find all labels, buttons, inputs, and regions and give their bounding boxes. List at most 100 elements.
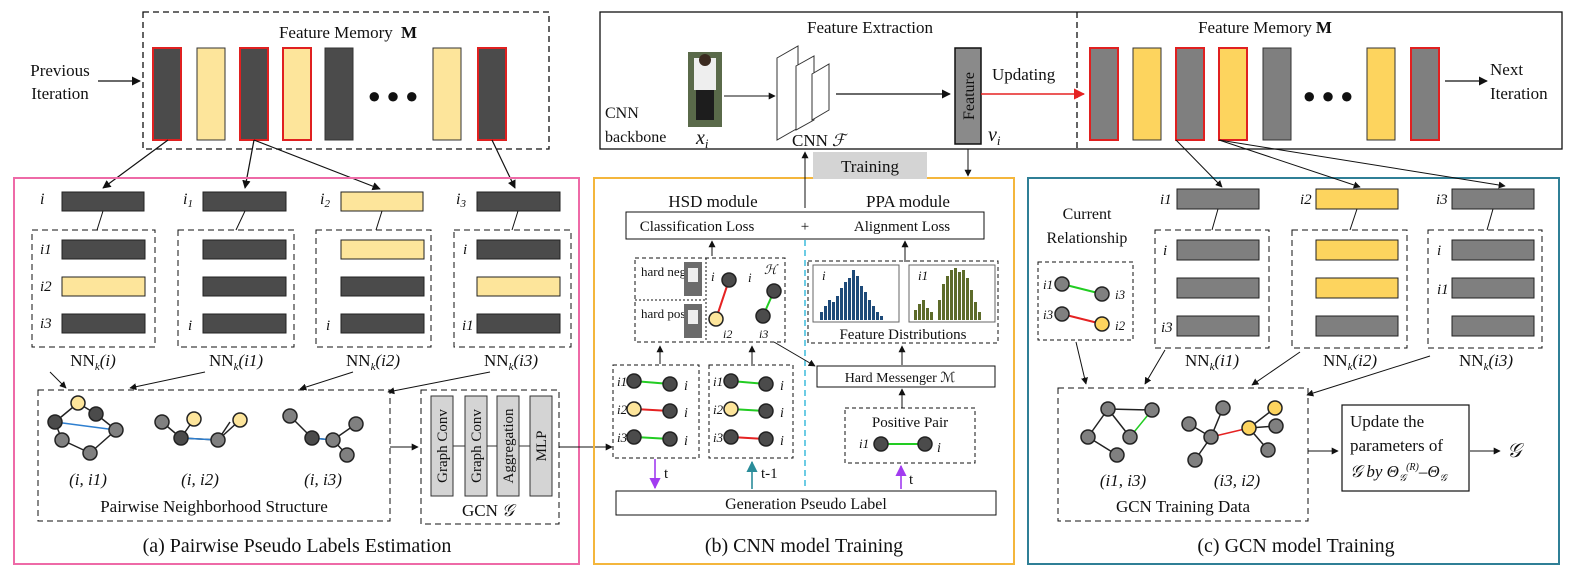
svg-text:(i3, i2): (i3, i2) [1214,471,1261,490]
svg-text:CNN: CNN [605,105,639,122]
svg-text:i: i [684,406,688,421]
svg-text:i2: i2 [1300,192,1312,208]
right-nn-captions: NNk(i1) NNk(i2) NNk(i3) [1185,351,1513,373]
svg-text:i: i [748,270,752,285]
svg-text:+: + [801,219,809,235]
hard-samples-box: hard neg.x hard pos.x ℋ i i i2 i3 [634,257,786,343]
svg-text:i1: i1 [462,318,474,334]
svg-text:NNk(i1): NNk(i1) [209,351,263,373]
svg-text:Positive Pair: Positive Pair [872,415,948,431]
feature-box [954,47,982,145]
svg-text:i: i [780,406,784,421]
generation-box [615,490,997,516]
svg-text:Iteration: Iteration [1490,84,1548,103]
svg-text:i3: i3 [713,430,724,445]
svg-text:(i, i1): (i, i1) [69,470,107,489]
training-label-bg [813,152,927,179]
svg-text:i: i [937,441,941,456]
hard-messenger-box [816,365,996,388]
svg-text:NNk(i2): NNk(i2) [346,351,400,373]
svg-text:NNk(i3): NNk(i3) [1459,351,1513,373]
svg-text:i1: i1 [918,268,928,283]
left-memory-title: Feature Memory [279,23,393,42]
svg-text:t: t [909,472,914,488]
pairwise-caption: Pairwise Neighborhood Structure [100,497,328,516]
svg-text:NNk(i): NNk(i) [70,351,116,373]
panel-a-caption: (a) Pairwise Pseudo Labels Estimation [143,535,452,557]
svg-text:i: i [188,318,192,334]
svg-text:i1: i1 [1043,277,1053,292]
previous-iteration-2: Iteration [31,84,89,103]
svg-text:i2: i2 [723,327,732,341]
svg-text:i: i [711,269,715,284]
svg-text:i3: i3 [456,191,466,210]
positive-pair-box: Positive Pair i1 i [844,407,976,464]
left-memory-ellipsis: ● ● ● [368,83,419,108]
svg-text:Next: Next [1490,60,1523,79]
left-nn-captions: NNk(i) NNk(i1) NNk(i2) NNk(i3) [70,351,538,373]
svg-text:i: i [822,268,826,283]
svg-text:i1: i1 [713,374,723,389]
svg-text:Feature Distributions: Feature Distributions [839,327,966,343]
pseudo-label-col-t-1: i1 i2 i3 i i i [708,364,794,459]
person-image [688,52,722,127]
svg-text:i: i [780,434,784,449]
svg-text:i: i [1163,243,1167,259]
svg-text:MLP: MLP [534,431,550,462]
svg-text:i3: i3 [1161,320,1173,336]
svg-text:i: i [684,379,688,394]
svg-text:i3: i3 [1115,287,1126,302]
svg-text:vi: vi [988,124,1001,148]
svg-text:i: i [684,434,688,449]
svg-text:(i, i2): (i, i2) [181,470,219,489]
svg-text:HSD module: HSD module [668,192,757,211]
svg-text:Current: Current [1063,206,1112,223]
svg-text:𝒢 by Θ𝒢(R)–Θ𝒢: 𝒢 by Θ𝒢(R)–Θ𝒢 [1350,462,1449,484]
left-anchor-0: i [40,191,44,208]
svg-text:i1: i1 [183,191,193,210]
left-nn-lists: i1 i2 i3 i i i i1 [31,229,572,348]
svg-text:i2: i2 [40,279,52,295]
panel-a-frame [13,177,580,565]
left-memory-symbol: M [401,23,417,42]
extraction-title: Feature Extraction [807,18,934,37]
svg-text:i3: i3 [1436,192,1448,208]
left-feature-memory: Feature Memory M ● ● ● [142,11,550,150]
panel-c-caption: (c) GCN model Training [1197,535,1394,557]
svg-text:PPA module: PPA module [866,192,950,211]
svg-text:Alignment Loss: Alignment Loss [854,219,950,235]
svg-text:Graph Conv: Graph Conv [435,409,451,483]
svg-text:i: i [1437,243,1441,259]
right-anchor-row: i1 i2 i3 [1160,188,1535,231]
svg-text:ℋ: ℋ [764,262,779,277]
previous-iteration-1: Previous [30,61,90,80]
svg-text:Relationship: Relationship [1047,230,1128,247]
svg-text:i2: i2 [713,402,724,417]
feature-extraction-frame [599,11,1563,150]
svg-text:i: i [780,379,784,394]
loss-box [625,211,985,240]
gcn-training-data: (i1, i3) (i3, i2) GCN Training Data [1057,387,1309,522]
svg-text:Classification Loss: Classification Loss [640,219,755,235]
svg-text:i1: i1 [1437,282,1449,298]
cnn-layers [776,45,830,141]
svg-text:hard neg.x: hard neg.x [641,264,696,279]
current-relationship-box: i1 i3 i3 i2 [1037,261,1134,341]
svg-text:GCN Training Data: GCN Training Data [1116,497,1251,516]
right-memory-cells [1089,47,1440,141]
svg-text:(i, i3): (i, i3) [304,470,342,489]
pseudo-label-col-t: i1 i2 i3 i i i [612,364,700,459]
svg-text:backbone: backbone [605,129,666,146]
svg-text:i: i [326,318,330,334]
svg-text:parameters of: parameters of [1350,436,1443,455]
svg-text:● ● ●: ● ● ● [1303,83,1354,108]
pairwise-structure: (i, i1) (i, i2) (i, i3) Pairwise Neighbo… [37,389,391,522]
panel-c-frame [1027,177,1560,565]
svg-text:Updating: Updating [992,65,1056,84]
svg-text:𝒢: 𝒢 [1507,440,1525,462]
svg-text:i2: i2 [320,191,330,210]
